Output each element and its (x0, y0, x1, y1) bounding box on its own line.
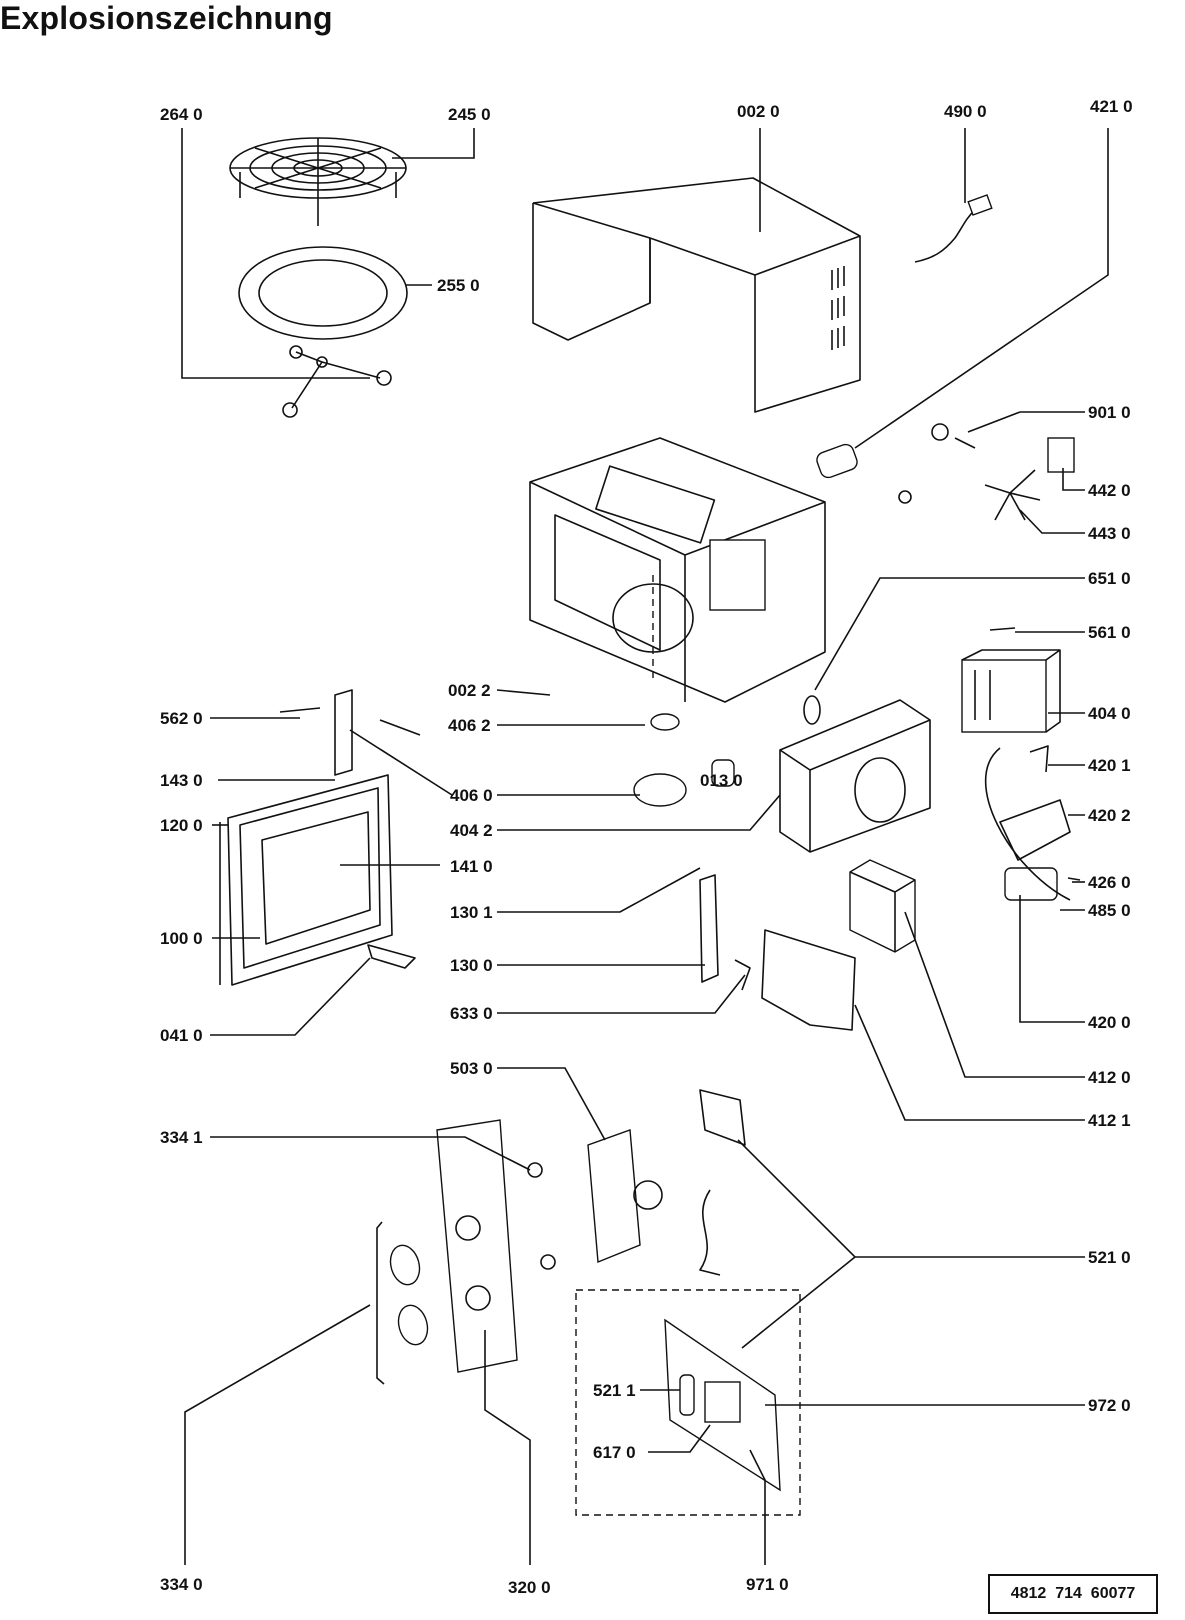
control-panel (436, 1119, 556, 1373)
label-404-0: 404 0 (1088, 704, 1131, 723)
document-number: 4812 714 60077 (1010, 1585, 1136, 1602)
knobs (376, 1221, 429, 1385)
label-901-0: 901 0 (1088, 403, 1131, 422)
label-420-2: 420 2 (1088, 806, 1131, 825)
label-651-0: 651 0 (1088, 569, 1131, 588)
timer-unit (587, 1129, 663, 1264)
label-041-0: 041 0 (160, 1026, 203, 1045)
label-130-0: 130 0 (450, 956, 493, 975)
label-443-0: 443 0 (1088, 524, 1131, 543)
leader-lines (181, 128, 1109, 1565)
turntable-plate (238, 246, 408, 340)
label-421-0: 421 0 (1090, 97, 1133, 116)
label-002-0: 002 0 (737, 102, 780, 121)
label-412-0: 412 0 (1088, 1068, 1131, 1087)
label-143-0: 143 0 (160, 771, 203, 790)
interlock-switch (699, 874, 751, 991)
label-255-0: 255 0 (437, 276, 480, 295)
label-503-0: 503 0 (450, 1059, 493, 1078)
label-245-0: 245 0 (448, 105, 491, 124)
label-100-0: 100 0 (160, 929, 203, 948)
grill-rack (229, 137, 407, 226)
shield-plate (761, 929, 856, 1031)
label-972-0: 972 0 (1088, 1396, 1131, 1415)
label-971-0: 971 0 (746, 1575, 789, 1594)
turntable-motor (633, 713, 735, 807)
label-130-1: 130 1 (450, 903, 493, 922)
page-title: Explosionszeichnung (0, 0, 333, 36)
door-assembly (219, 774, 393, 986)
transformer (849, 859, 916, 953)
door-bracket (367, 944, 416, 969)
oven-cavity (529, 437, 826, 703)
label-141-0: 141 0 (450, 857, 493, 876)
label-562-0: 562 0 (160, 709, 203, 728)
part-labels: 264 0 245 0 002 0 490 0 421 0 255 0 901 … (160, 97, 1133, 1597)
label-521-1: 521 1 (593, 1381, 636, 1400)
label-264-0: 264 0 (160, 105, 203, 124)
label-120-0: 120 0 (160, 816, 203, 835)
label-426-0: 426 0 (1088, 873, 1131, 892)
document-number-box: 4812 714 60077 (988, 1574, 1158, 1614)
label-485-0: 485 0 (1088, 901, 1131, 920)
label-561-0: 561 0 (1088, 623, 1131, 642)
label-002-2: 002 2 (448, 681, 491, 700)
label-013-0: 013 0 (700, 771, 743, 790)
label-404-2: 404 2 (450, 821, 493, 840)
roller-support (282, 345, 392, 418)
label-442-0: 442 0 (1088, 481, 1131, 500)
label-420-1: 420 1 (1088, 756, 1131, 775)
label-406-2: 406 2 (448, 716, 491, 735)
capacitor (984, 747, 1071, 901)
label-420-0: 420 0 (1088, 1013, 1131, 1032)
label-320-0: 320 0 (508, 1578, 551, 1597)
casing-vents (831, 266, 845, 350)
label-617-0: 617 0 (593, 1443, 636, 1462)
label-412-1: 412 1 (1088, 1111, 1131, 1130)
label-406-0: 406 0 (450, 786, 493, 805)
label-334-0: 334 0 (160, 1575, 203, 1594)
label-633-0: 633 0 (450, 1004, 493, 1023)
outer-casing (532, 177, 861, 413)
waveguide (779, 699, 931, 853)
label-334-1: 334 1 (160, 1128, 203, 1147)
small-components (803, 423, 1081, 881)
door-hooks (279, 689, 421, 776)
label-490-0: 490 0 (944, 102, 987, 121)
circuit-board (575, 1089, 801, 1516)
label-521-0: 521 0 (1088, 1248, 1131, 1267)
power-cord (914, 194, 993, 263)
magnetron (961, 649, 1061, 733)
